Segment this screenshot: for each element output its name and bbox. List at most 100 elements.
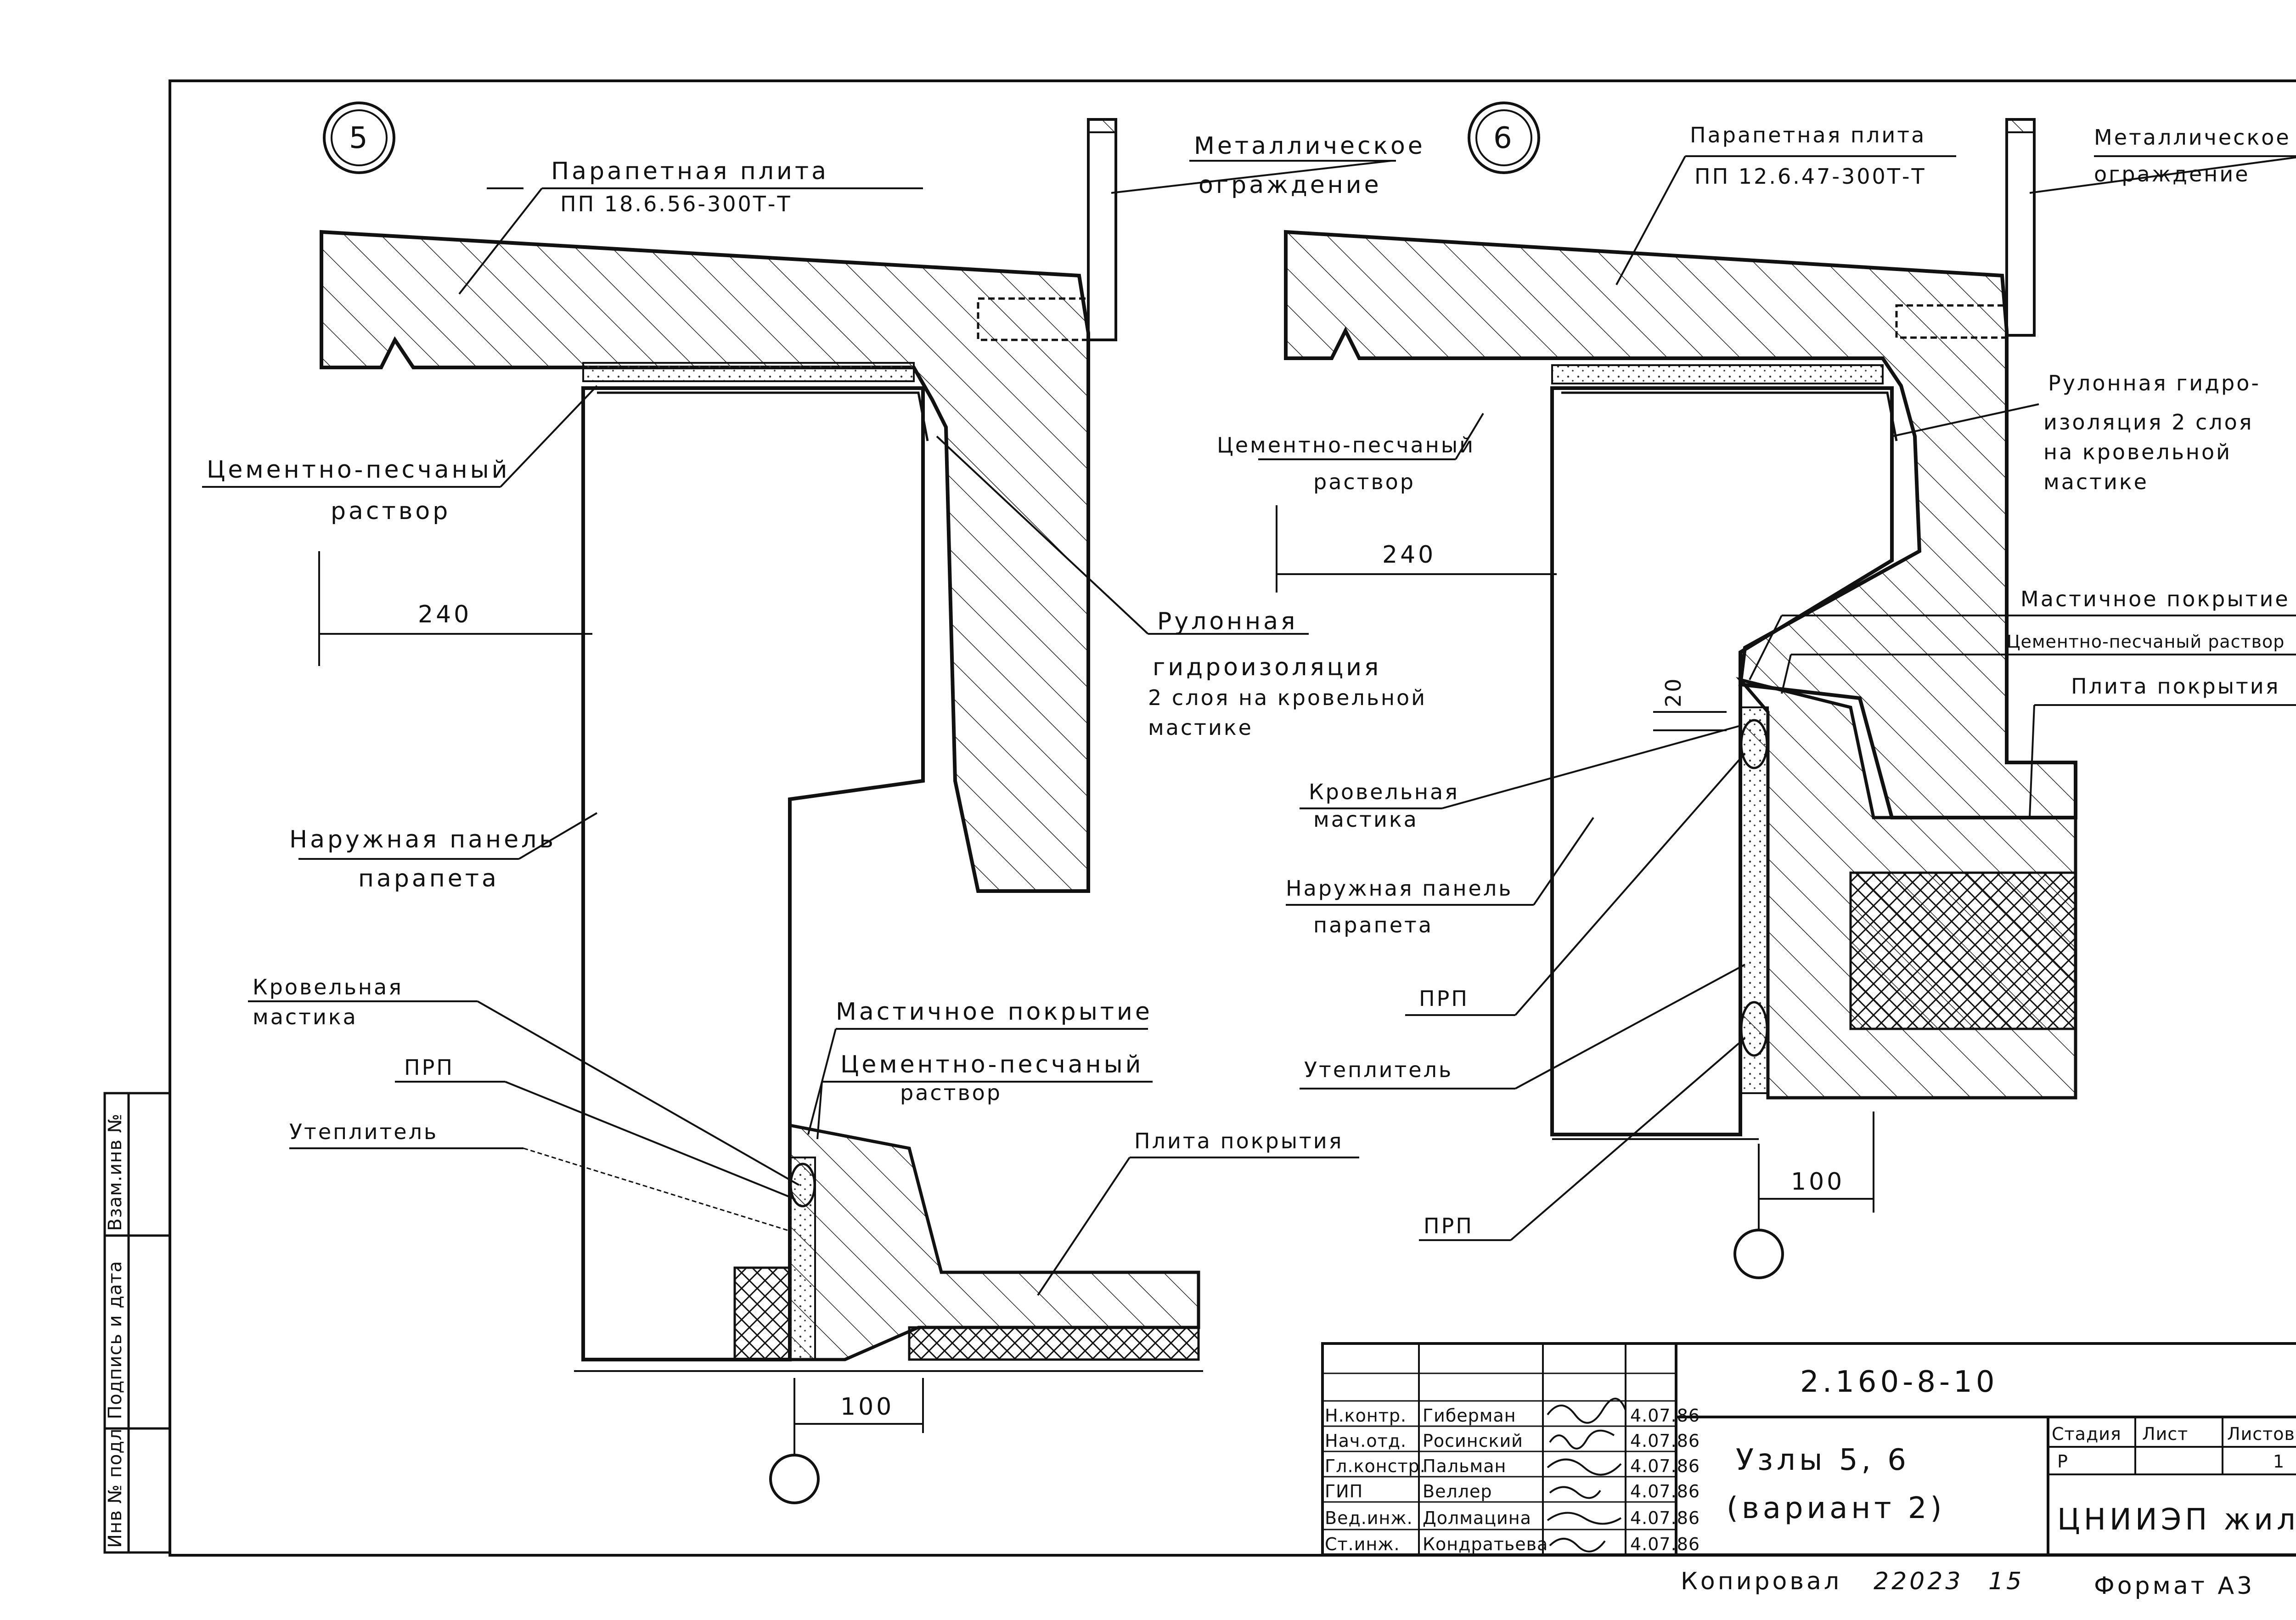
node5-mastic-coating: Мастичное покрытие (836, 998, 1153, 1026)
role-0: Н.контр. (1325, 1406, 1407, 1426)
node6-prp-1: ПРП (1419, 986, 1469, 1011)
node5-dim-240: 240 (418, 601, 472, 628)
copied-label: Копировал (1681, 1568, 1842, 1595)
signatures (1547, 1398, 1626, 1552)
axis-marker-6 (1733, 1229, 1784, 1279)
parapet-slab-6 (1284, 230, 2077, 819)
node5-insulation: Утеплитель (289, 1119, 438, 1144)
date-5: 4.07.86 (1630, 1534, 1700, 1554)
node6-cement-mortar-line: Цементно-песчаный раствор (2007, 632, 2285, 652)
node6-roof-slab: Плита покрытия (2071, 674, 2280, 699)
stamp-signature-date: Подпись и дата (105, 1261, 126, 1419)
title-line-1: Узлы 5, 6 (1736, 1443, 1910, 1477)
name-1: Росинский (1423, 1431, 1523, 1451)
node6-cement-mortar-2: раствор (1313, 469, 1415, 494)
role-3: ГИП (1325, 1481, 1363, 1501)
roof-slab-5 (788, 1123, 1200, 1361)
name-3: Веллер (1423, 1481, 1492, 1501)
node6-cement-mortar-1: Цементно-песчаный (1217, 433, 1475, 457)
prp-cord-6b (1740, 1001, 1768, 1057)
parapet-slab-5 (320, 230, 1090, 893)
node5-roll-2: гидроизоляция (1153, 654, 1381, 681)
name-5: Кондратьева (1423, 1534, 1548, 1554)
title-line-2: (вариант 2) (1727, 1491, 1946, 1525)
node5-cement-mortar2-1: Цементно-песчаный (840, 1051, 1143, 1078)
node6-mastic-coating: Мастичное покрытие (2020, 587, 2290, 611)
outer-panel-5 (581, 386, 925, 1361)
prp-cord-6a (1740, 719, 1768, 769)
node-5: 5 240 100 Парапетная п (202, 102, 1427, 1504)
role-4: Вед.инж. (1325, 1508, 1413, 1528)
name-2: Пальман (1423, 1456, 1506, 1476)
node5-dim-100: 100 (840, 1393, 894, 1421)
railing-post-6 (2005, 118, 2036, 337)
node-6: 6 240 20 100 Парапетная плита (1217, 102, 2296, 1279)
node6-roll-1: Рулонная гидро- (2048, 371, 2261, 395)
sheet-frame (169, 79, 2296, 1557)
node6-insulation: Утеплитель (1304, 1057, 1453, 1082)
copied-number: 22023 (1874, 1568, 1963, 1595)
insulation-block-5b (908, 1326, 1200, 1361)
stage-value: Р (2057, 1451, 2068, 1472)
organization: ЦНИИЭП жилища (2057, 1503, 2296, 1537)
node6-roll-4: мастике (2043, 469, 2149, 494)
date-1: 4.07.86 (1630, 1431, 1700, 1451)
node5-parapet-code: ПП 18.6.56-300Т-Т (560, 192, 792, 216)
mortar-strip-6 (1551, 364, 1884, 384)
node-6-number: 6 (1493, 121, 1516, 155)
role-1: Нач.отд. (1325, 1431, 1407, 1451)
railing-post-5 (1087, 118, 1117, 341)
node5-cement-mortar2-2: раствор (900, 1080, 1002, 1105)
stamp-inv-podl: Инв № подл (105, 1428, 126, 1548)
node6-parapet-slab: Парапетная плита (1690, 123, 1926, 147)
sheet-header: Лист (2142, 1424, 2188, 1444)
node6-roll-3: на кровельной (2043, 440, 2232, 464)
node6-dim-240: 240 (1382, 541, 1436, 569)
node5-cement-mortar-1: Цементно-песчаный (207, 456, 510, 484)
node5-roof-mastic-1: Кровельная (253, 975, 403, 999)
name-0: Гиберман (1423, 1406, 1516, 1426)
node-5-number: 5 (349, 121, 371, 155)
node6-prp-2: ПРП (1424, 1214, 1474, 1238)
node6-roof-mastic-1: Кровельная (1309, 779, 1459, 804)
node6-parapet-code: ПП 12.6.47-300Т-Т (1694, 164, 1926, 189)
format-label: Формат А3 (2094, 1572, 2255, 1600)
node5-parapet-slab: Парапетная плита (551, 158, 829, 185)
node6-railing-1: Металлическое (2094, 125, 2291, 150)
insulation-block-5a (733, 1266, 791, 1361)
node6-outer-panel-1: Наружная панель (1286, 876, 1513, 901)
sheets-header: Листов (2227, 1424, 2295, 1444)
mortar-strip-5 (582, 362, 915, 382)
node5-cement-mortar-2: раствор (331, 497, 450, 525)
name-4: Долмацина (1423, 1508, 1531, 1528)
node6-dim-100: 100 (1791, 1168, 1845, 1196)
node5-outer-panel-1: Наружная панель (289, 826, 556, 853)
node6-roof-mastic-2: мастика (1313, 807, 1418, 832)
node6-outer-panel-2: парапета (1313, 913, 1433, 937)
outer-panel-6 (1550, 386, 1894, 1136)
role-5: Ст.инж. (1325, 1534, 1400, 1554)
date-3: 4.07.86 (1630, 1481, 1700, 1501)
node6-dim-20: 20 (1661, 677, 1686, 707)
node5-roof-slab: Плита покрытия (1134, 1129, 1343, 1153)
node5-railing-1: Металлическое (1194, 132, 1425, 160)
axis-marker-5 (769, 1454, 820, 1504)
date-2: 4.07.86 (1630, 1456, 1700, 1476)
insulation-block-6 (1849, 871, 2077, 1030)
node6-railing-2: ограждение (2094, 162, 2250, 186)
node5-roof-mastic-2: мастика (253, 1005, 358, 1029)
title-block: Н.контр. Нач.отд. Гл.констр. ГИП Вед.инж… (1321, 1342, 2296, 1556)
date-4: 4.07.86 (1630, 1508, 1700, 1528)
node5-prp: ПРП (404, 1055, 454, 1080)
sheets-value: 1 (2273, 1451, 2285, 1472)
stage-header: Стадия (2052, 1424, 2122, 1444)
prp-cord-5 (789, 1163, 816, 1208)
date-0: 4.07.86 (1630, 1406, 1700, 1426)
doc-code: 2.160-8-10 (1800, 1365, 1998, 1399)
node5-outer-panel-2: парапета (358, 865, 499, 892)
node5-roll-4: мастике (1148, 715, 1253, 740)
node-6-marker (1468, 102, 1540, 174)
node5-roll-3: 2 слоя на кровельной (1148, 685, 1427, 710)
node6-roll-2: изоляция 2 слоя (2043, 410, 2253, 435)
